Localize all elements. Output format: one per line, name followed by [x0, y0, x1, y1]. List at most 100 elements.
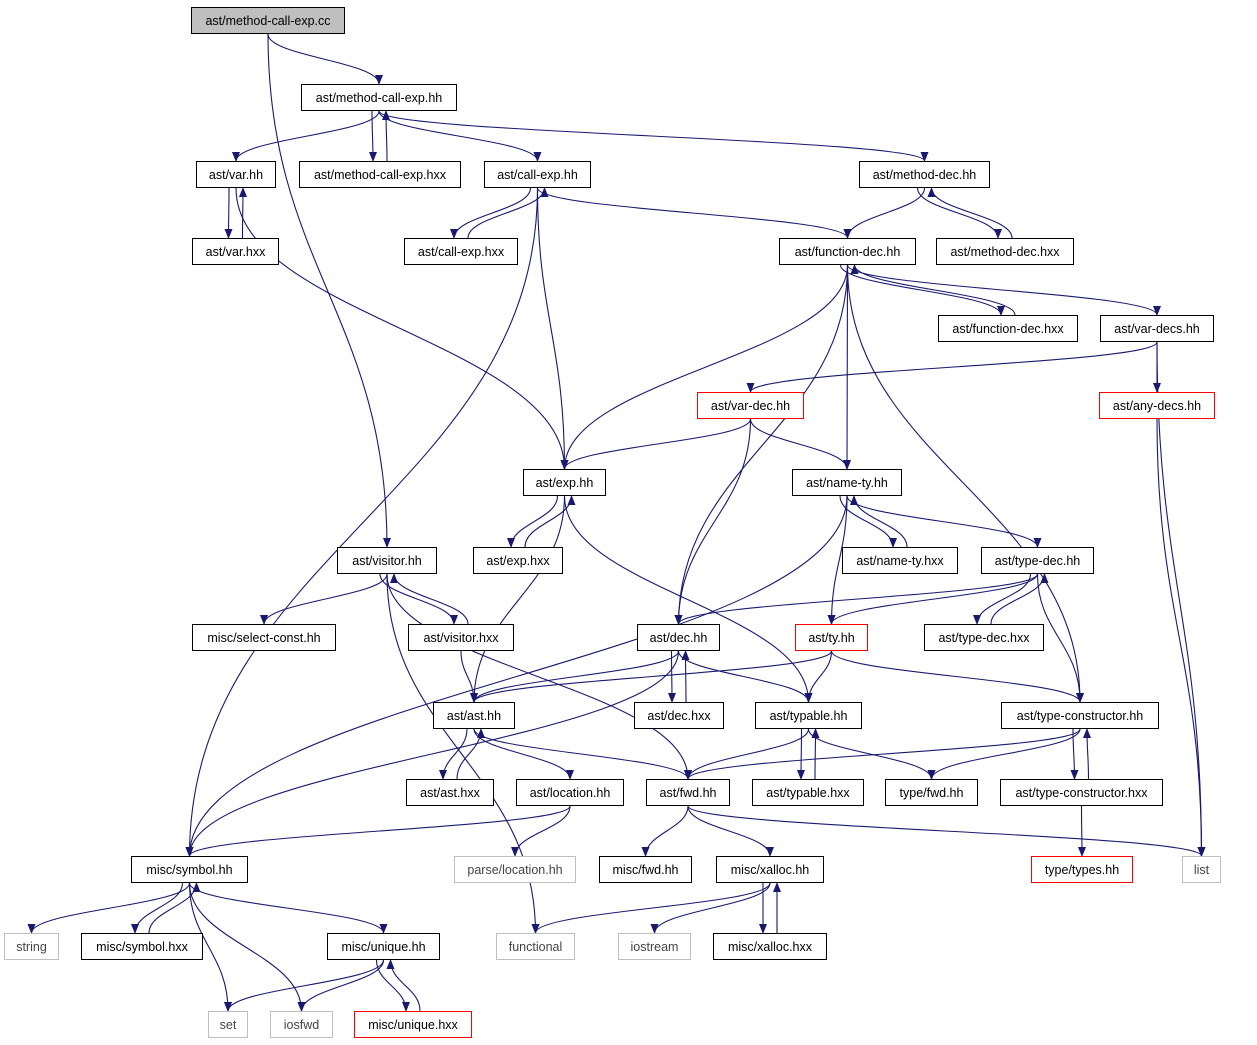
node-type-dec-hh[interactable]: ast/type-dec.hh [981, 547, 1094, 574]
edge-function-dec-hh-to-type-constructor-hh [846, 264, 1084, 703]
node-type-constructor-hh[interactable]: ast/type-constructor.hh [1001, 702, 1159, 729]
node-typable-hxx[interactable]: ast/typable.hxx [752, 779, 864, 806]
edge-var-decs-hh-to-list [1156, 341, 1206, 857]
node-select-const-hh[interactable]: misc/select-const.hh [192, 624, 336, 651]
edge-unique-hh-to-set [224, 959, 385, 1012]
edge-visitor-hh-to-visitor-hxx [379, 573, 458, 625]
edge-typable-hh-to-type-fwd-hh [807, 728, 936, 780]
node-exp-hh[interactable]: ast/exp.hh [523, 469, 606, 496]
edge-ty-hh-to-typable-hh [804, 650, 833, 703]
node-ast-hh[interactable]: ast/ast.hh [433, 702, 515, 729]
edge-method-call-exp-hh-to-method-dec-hh [378, 110, 929, 162]
node-var-dec-hh[interactable]: ast/var-dec.hh [697, 392, 804, 419]
edge-method-call-exp-hh-to-method-call-exp-hxx [368, 110, 377, 162]
node-type-constructor-hxx[interactable]: ast/type-constructor.hxx [1000, 779, 1163, 806]
edge-name-ty-hh-to-name-ty-hxx [839, 495, 897, 548]
node-type-dec-hxx[interactable]: ast/type-dec.hxx [924, 624, 1044, 651]
node-call-exp-hh[interactable]: ast/call-exp.hh [484, 161, 591, 188]
node-visitor-hh[interactable]: ast/visitor.hh [337, 547, 437, 574]
edge-ast-hh-to-location-hh [473, 728, 574, 780]
edge-method-dec-hh-to-function-dec-hh [843, 187, 926, 239]
edge-location-hh-to-symbol-hh [185, 805, 571, 857]
edge-unique-hh-to-unique-hxx [375, 959, 410, 1012]
edge-visitor-hxx-to-visitor-hh [390, 573, 469, 625]
edge-method-call-exp-cc-to-method-call-exp-hh [267, 33, 383, 85]
node-string: string [4, 933, 59, 960]
node-xalloc-hh[interactable]: misc/xalloc.hh [716, 856, 824, 883]
node-function-dec-hxx[interactable]: ast/function-dec.hxx [938, 315, 1078, 342]
edge-method-dec-hh-to-method-dec-hxx [916, 187, 1002, 239]
node-symbol-hh[interactable]: misc/symbol.hh [131, 856, 248, 883]
edge-call-exp-hh-to-function-dec-hh [536, 187, 852, 239]
edge-name-ty-hxx-to-name-ty-hh [850, 495, 908, 548]
edge-var-hh-to-exp-hh [235, 187, 569, 470]
edge-method-dec-hxx-to-method-dec-hh [927, 187, 1013, 239]
node-dec-hxx[interactable]: ast/dec.hxx [634, 702, 724, 729]
node-xalloc-hxx[interactable]: misc/xalloc.hxx [713, 933, 827, 960]
edge-unique-hh-to-iosfwd [297, 959, 385, 1012]
node-symbol-hxx[interactable]: misc/symbol.hxx [81, 933, 203, 960]
edge-ty-hh-to-ast-hh [470, 650, 833, 703]
node-typable-hh[interactable]: ast/typable.hh [755, 702, 862, 729]
edge-xalloc-hh-to-iostream [650, 882, 771, 934]
edge-dec-hh-to-dec-hxx [667, 650, 676, 703]
edge-function-dec-hh-to-var-decs-hh [846, 264, 1161, 316]
edge-ast-hh-to-ast-hxx [439, 728, 468, 780]
edge-method-call-exp-hh-to-var-hh [232, 110, 380, 162]
node-fwd-hh[interactable]: ast/fwd.hh [646, 779, 730, 806]
node-var-decs-hh[interactable]: ast/var-decs.hh [1100, 315, 1214, 342]
node-unique-hh[interactable]: misc/unique.hh [327, 933, 440, 960]
node-name-ty-hxx[interactable]: ast/name-ty.hxx [842, 547, 958, 574]
node-name-ty-hh[interactable]: ast/name-ty.hh [792, 469, 902, 496]
edge-typable-hh-to-typable-hxx [797, 728, 806, 780]
node-type-fwd-hh[interactable]: type/fwd.hh [885, 779, 978, 806]
edge-call-exp-hh-to-exp-hh [536, 187, 569, 470]
node-call-exp-hxx[interactable]: ast/call-exp.hxx [404, 238, 518, 265]
node-ty-hh[interactable]: ast/ty.hh [795, 624, 868, 651]
edge-name-ty-hh-to-ty-hh [827, 495, 848, 625]
node-set: set [208, 1011, 248, 1038]
node-type-types-hh[interactable]: type/types.hh [1031, 856, 1133, 883]
edge-method-call-exp-hh-to-call-exp-hh [378, 110, 542, 162]
edge-unique-hxx-to-unique-hh [386, 959, 421, 1012]
edge-dec-hh-to-typable-hh [677, 650, 813, 703]
edge-var-hh-to-var-hxx [224, 187, 233, 239]
edge-symbol-hh-to-symbol-hxx [131, 882, 184, 934]
node-list: list [1182, 856, 1221, 883]
edge-call-exp-hh-to-symbol-hh [185, 187, 539, 857]
node-function-dec-hh[interactable]: ast/function-dec.hh [779, 238, 916, 265]
node-var-hh[interactable]: ast/var.hh [196, 161, 276, 188]
node-exp-hxx[interactable]: ast/exp.hxx [473, 547, 563, 574]
node-misc-fwd-hh[interactable]: misc/fwd.hh [599, 856, 692, 883]
node-method-call-exp-hh[interactable]: ast/method-call-exp.hh [301, 84, 457, 111]
node-method-dec-hh[interactable]: ast/method-dec.hh [859, 161, 990, 188]
node-method-dec-hxx[interactable]: ast/method-dec.hxx [936, 238, 1074, 265]
node-any-decs-hh[interactable]: ast/any-decs.hh [1099, 392, 1215, 419]
node-method-call-exp-hxx[interactable]: ast/method-call-exp.hxx [299, 161, 461, 188]
node-visitor-hxx[interactable]: ast/visitor.hxx [408, 624, 514, 651]
edge-xalloc-hh-to-functional [531, 882, 771, 934]
node-unique-hxx[interactable]: misc/unique.hxx [354, 1011, 472, 1038]
edge-var-dec-hh-to-exp-hh [560, 418, 752, 470]
node-iostream: iostream [618, 933, 691, 960]
node-ast-hxx[interactable]: ast/ast.hxx [406, 779, 494, 806]
edge-visitor-hh-to-fwd-hh [386, 573, 692, 780]
edge-fwd-hh-to-xalloc-hh [687, 805, 774, 857]
node-location-hh[interactable]: ast/location.hh [516, 779, 624, 806]
edge-symbol-hh-to-set [188, 882, 232, 1012]
edge-name-ty-hh-to-symbol-hh [185, 495, 848, 857]
edge-exp-hxx-to-exp-hh [524, 495, 576, 548]
edge-type-dec-hh-to-dec-hh [674, 573, 1039, 625]
edge-ast-hh-to-fwd-hh [473, 728, 692, 780]
edge-type-constructor-hh-to-fwd-hh [684, 728, 1081, 780]
edge-symbol-hh-to-string [27, 882, 191, 934]
node-iosfwd: iosfwd [270, 1011, 333, 1038]
edge-type-constructor-hh-to-type-fwd-hh [927, 728, 1081, 780]
node-var-hxx[interactable]: ast/var.hxx [192, 238, 279, 265]
edge-function-dec-hh-to-dec-hh [674, 264, 849, 625]
edge-ast-hxx-to-ast-hh [456, 728, 485, 780]
node-dec-hh[interactable]: ast/dec.hh [637, 624, 720, 651]
edge-type-dec-hh-to-type-dec-hxx [973, 573, 1032, 625]
node-method-call-exp-cc[interactable]: ast/method-call-exp.cc [191, 7, 345, 34]
